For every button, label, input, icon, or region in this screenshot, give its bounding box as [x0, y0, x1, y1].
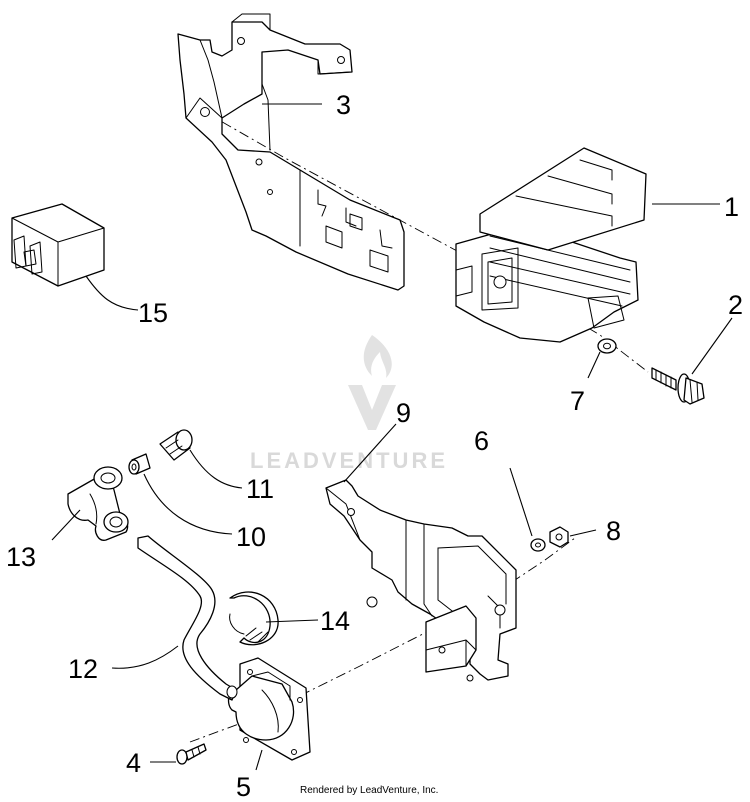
callout-4: 4 — [126, 748, 141, 778]
render-credit: Rendered by LeadVenture, Inc. — [300, 785, 438, 796]
callout-9: 9 — [396, 398, 411, 428]
lower-bracket-part-9 — [325, 479, 517, 682]
callout-3: 3 — [336, 90, 351, 120]
mounting-bracket-part-3 — [177, 13, 405, 291]
mounting-cover-part-5 — [227, 657, 311, 761]
leader-11 — [189, 449, 243, 489]
callout-7: 7 — [570, 386, 585, 416]
washer-part-6 — [530, 538, 546, 552]
elbow-fitting-part-13 — [67, 466, 129, 541]
watermark-text: LEADVENTURE — [250, 448, 448, 473]
flange-bolt-part-2 — [651, 367, 705, 405]
callout-10: 10 — [236, 522, 266, 552]
screw-part-4 — [176, 743, 207, 765]
connector-part-15 — [11, 203, 105, 287]
leader-13 — [51, 509, 81, 541]
leader-2 — [691, 317, 733, 375]
nut-part-8 — [549, 526, 569, 548]
leader-9 — [343, 423, 397, 483]
callout-leaders — [51, 103, 733, 771]
plug-part-11 — [159, 429, 193, 461]
callout-5: 5 — [236, 772, 251, 802]
leader-7 — [587, 351, 601, 379]
voltage-regulator-part-1 — [455, 147, 647, 343]
callout-14: 14 — [320, 606, 350, 636]
callout-8: 8 — [606, 516, 621, 546]
sleeve-part-10 — [128, 453, 151, 475]
callout-15: 15 — [138, 298, 168, 328]
leader-14 — [265, 619, 319, 623]
leader-8 — [569, 529, 597, 537]
callout-2: 2 — [728, 290, 743, 320]
callout-13: 13 — [6, 542, 36, 572]
hose-part-12 — [137, 535, 238, 701]
leader-6 — [509, 467, 533, 537]
leader-15 — [85, 275, 139, 311]
hose-clamp-part-14 — [229, 591, 279, 646]
leadventure-watermark: LEADVENTURE — [250, 335, 448, 473]
callout-1: 1 — [724, 192, 739, 222]
callout-12: 12 — [68, 654, 98, 684]
callout-6: 6 — [474, 426, 489, 456]
callout-11: 11 — [246, 474, 274, 504]
leader-12 — [111, 645, 179, 669]
washer-part-7 — [597, 338, 617, 354]
leader-10 — [143, 473, 233, 535]
callout-labels: 1 2 3 4 5 6 7 8 9 10 11 12 13 14 15 — [6, 90, 743, 802]
leader-5 — [255, 749, 263, 771]
